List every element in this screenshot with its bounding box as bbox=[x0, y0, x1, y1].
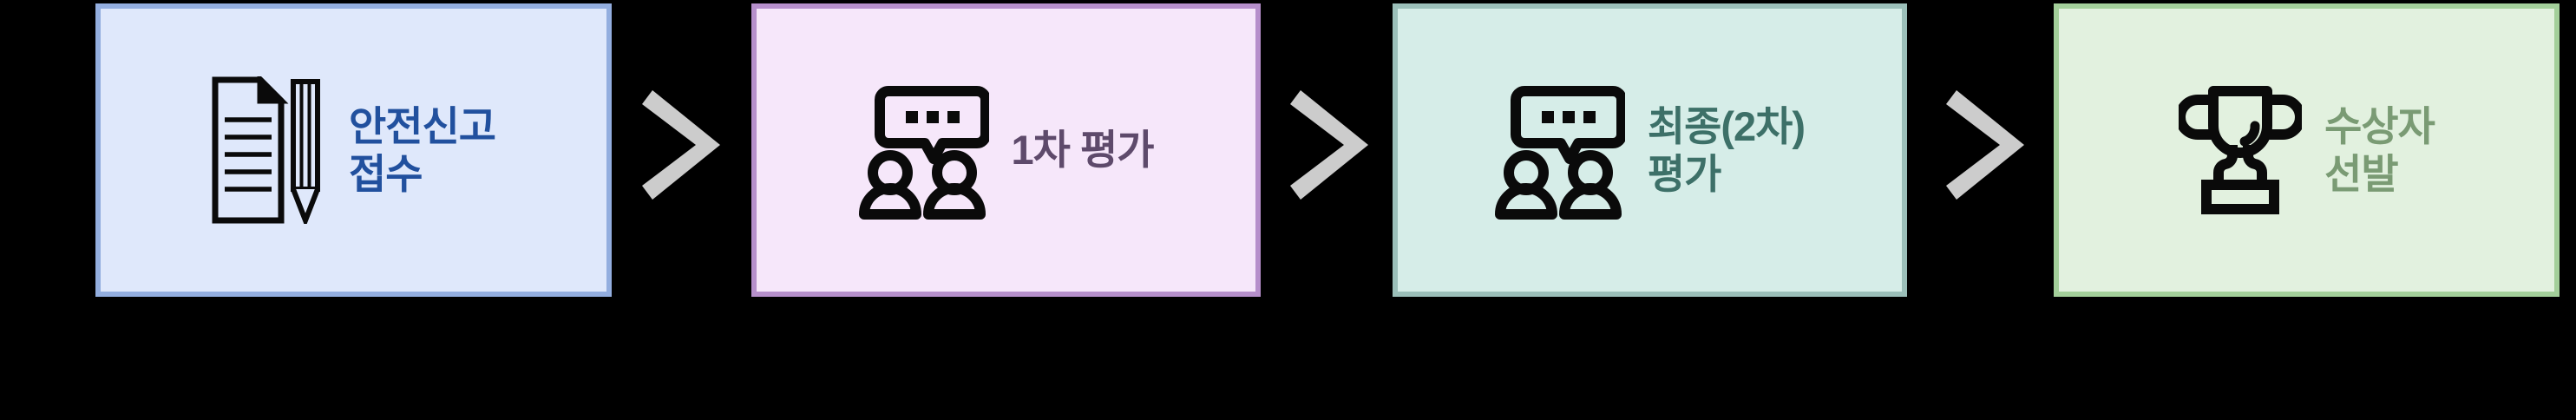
step-1-content: 안전신고 접수 bbox=[212, 72, 496, 228]
chevron-right-icon bbox=[1290, 85, 1373, 205]
step-3-label: 최종(2차) 평가 bbox=[1647, 102, 1806, 197]
step-2-label: 1차 평가 bbox=[1011, 127, 1155, 174]
step-4-content: 수상자 선발 bbox=[2175, 81, 2435, 220]
people-speech-bubble-icon bbox=[858, 81, 991, 220]
people-speech-bubble-icon bbox=[1494, 81, 1627, 220]
process-step-2-first-evaluation[interactable]: 1차 평가 bbox=[751, 3, 1261, 297]
chevron-right-icon bbox=[1946, 85, 2029, 205]
chevron-right-icon bbox=[642, 85, 725, 205]
process-step-1-safety-report-intake[interactable]: 안전신고 접수 bbox=[95, 3, 612, 297]
process-step-3-final-evaluation[interactable]: 최종(2차) 평가 bbox=[1393, 3, 1907, 297]
step-3-content: 최종(2차) 평가 bbox=[1494, 81, 1806, 220]
step-2-content: 1차 평가 bbox=[858, 81, 1155, 220]
process-step-4-award-winner-selection[interactable]: 수상자 선발 bbox=[2054, 3, 2560, 297]
trophy-icon bbox=[2175, 81, 2306, 220]
document-pencil-icon bbox=[212, 72, 323, 228]
step-4-label: 수상자 선발 bbox=[2324, 102, 2435, 197]
step-1-label: 안전신고 접수 bbox=[349, 102, 496, 197]
